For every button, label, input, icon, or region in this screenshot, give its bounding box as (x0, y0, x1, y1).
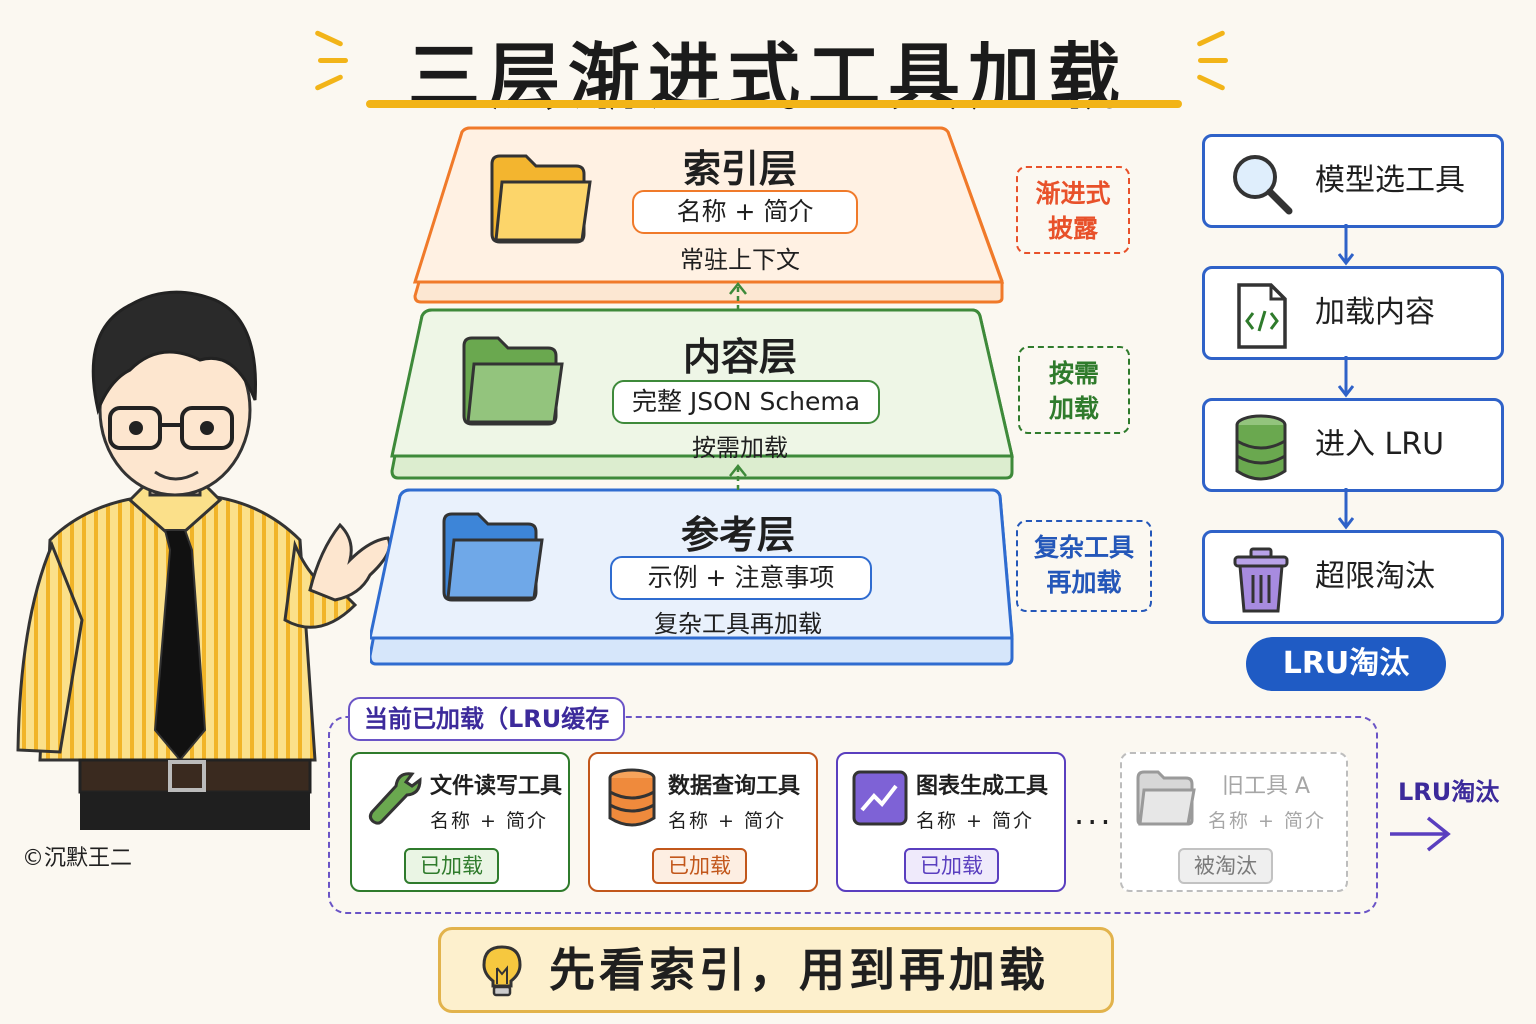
flow-step-label: 超限淘汰 (1315, 559, 1435, 594)
flow-step-evict: 超限淘汰 (1202, 530, 1504, 624)
tag-line: 加载 (1048, 394, 1099, 423)
lightbulb-icon (482, 945, 522, 997)
flow-step-label: 加载内容 (1315, 295, 1435, 330)
folder-blue-icon (442, 512, 544, 602)
tip-banner: 先看索引，用到再加载 (438, 927, 1114, 1013)
code-file-icon (1237, 283, 1287, 349)
more-ellipsis: ... (1074, 794, 1114, 832)
reference-layer-pill: 示例 + 注意事项 (610, 556, 872, 600)
spark-decoration (1198, 58, 1228, 63)
reference-layer-sub: 复杂工具再加载 (654, 610, 822, 638)
lru-cache-label: 当前已加载（LRU缓存 (348, 697, 626, 741)
flow-step-lru: 进入 LRU (1202, 398, 1504, 492)
database-icon (1235, 414, 1287, 481)
folder-green-icon (462, 336, 564, 426)
spark-decoration (318, 58, 348, 63)
folder-gray-icon (1136, 770, 1196, 826)
flow-step-select: 模型选工具 (1202, 134, 1504, 228)
cache-card-desc: 名称 + 简介 (430, 810, 548, 832)
tag-line: 再加载 (1046, 568, 1122, 597)
cache-card-status: 已加载 (904, 848, 999, 884)
tag-line: 复杂工具 (1033, 533, 1134, 562)
down-arrow-icon (1338, 224, 1354, 266)
magnifier-icon (1233, 155, 1293, 215)
index-layer-title: 索引层 (682, 147, 797, 191)
wrench-icon (368, 772, 422, 825)
tag-line: 渐进式 (1035, 179, 1111, 208)
tag-progressive-disclosure: 渐进式 披露 (1016, 166, 1130, 254)
cache-card-status: 已加载 (652, 848, 747, 884)
presenter-illustration (16, 290, 391, 830)
cache-card-name: 旧工具 A (1222, 774, 1311, 799)
credit-text: ©沉默王二 (22, 846, 133, 871)
cache-card-status: 已加载 (404, 848, 499, 884)
index-layer-pill: 名称 + 简介 (632, 190, 858, 234)
content-layer-sub: 按需加载 (692, 434, 788, 462)
flow-step-label: 模型选工具 (1315, 163, 1465, 198)
tag-line: 按需 (1048, 359, 1099, 388)
cache-card-name: 图表生成工具 (916, 774, 1049, 799)
flow-step-label: 进入 LRU (1315, 427, 1445, 462)
reference-layer-title: 参考层 (680, 513, 795, 557)
down-arrow-icon (1338, 356, 1354, 398)
chart-icon (852, 770, 908, 826)
right-arrow-icon (1390, 816, 1451, 852)
lru-evict-label: LRU淘汰 (1398, 778, 1500, 806)
database-orange-icon (608, 768, 656, 827)
tip-text: 先看索引，用到再加载 (549, 943, 1049, 997)
tag-complex-reload: 复杂工具 再加载 (1016, 520, 1152, 612)
folder-yellow-icon (490, 154, 592, 244)
tag-line: 披露 (1047, 214, 1098, 243)
cache-card-desc: 名称 + 简介 (1208, 810, 1326, 832)
cache-card-file: 文件读写工具 名称 + 简介 已加载 (350, 752, 570, 892)
flow-step-load: 加载内容 (1202, 266, 1504, 360)
cache-card-status: 被淘汰 (1178, 848, 1273, 884)
cache-card-desc: 名称 + 简介 (916, 810, 1034, 832)
content-layer-title: 内容层 (682, 335, 797, 379)
title-underline (366, 100, 1182, 108)
cache-card-data: 数据查询工具 名称 + 简介 已加载 (588, 752, 818, 892)
cache-card-desc: 名称 + 简介 (668, 810, 786, 832)
down-arrow-icon (1338, 488, 1354, 530)
cache-card-chart: 图表生成工具 名称 + 简介 已加载 (836, 752, 1066, 892)
lru-eviction-badge: LRU淘汰 (1246, 637, 1446, 691)
tag-on-demand: 按需 加载 (1018, 346, 1130, 434)
cache-card-name: 数据查询工具 (668, 774, 801, 799)
content-layer-pill: 完整 JSON Schema (612, 380, 880, 424)
cache-card-name: 文件读写工具 (430, 774, 563, 799)
cache-card-evicted: 旧工具 A 名称 + 简介 被淘汰 (1120, 752, 1348, 892)
trash-icon (1233, 547, 1289, 613)
index-layer-sub: 常驻上下文 (680, 246, 800, 274)
lru-cache-frame (328, 716, 1378, 914)
